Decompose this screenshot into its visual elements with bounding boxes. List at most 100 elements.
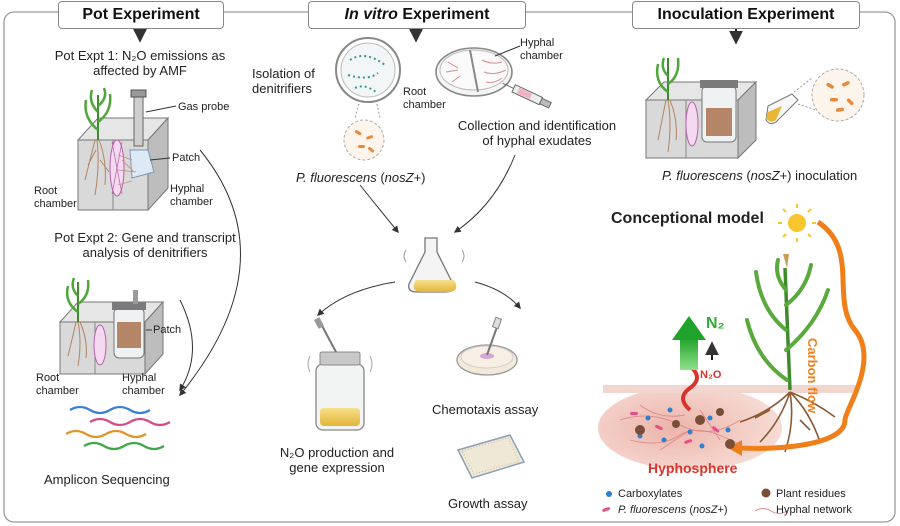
invitro-pf-species: P. fluorescens <box>296 170 377 185</box>
model-roots <box>739 391 836 453</box>
pot-expt1-title: Pot Expt 1: N₂O emissions as affected by… <box>25 48 255 78</box>
culture-flask <box>403 237 465 293</box>
root-chamber-2-a: Root <box>36 372 60 384</box>
arrow-expt1-to-sequencing <box>179 149 241 397</box>
growth-assay-label: Growth assay <box>448 496 528 511</box>
legend-carboxylates: Carboxylates <box>618 488 683 500</box>
invitro-hyphal-chamber-b: chamber <box>520 50 563 62</box>
legend-plant-residues: Plant residues <box>776 488 846 500</box>
n2-arrow <box>672 316 706 370</box>
header-pot-experiment: Pot Experiment <box>58 1 224 29</box>
header-invitro-italic: In vitro <box>344 6 398 23</box>
n2-label: N₂ <box>706 315 725 332</box>
pot-box-1 <box>76 87 177 212</box>
chemotaxis-label: Chemotaxis assay <box>432 402 539 417</box>
legend-pf-species: P. fluorescens <box>618 504 687 516</box>
gas-probe-label: Gas probe <box>178 101 230 113</box>
n2o-production-line-b: gene expression <box>289 460 385 475</box>
sun-icon <box>778 204 816 242</box>
isolation-line-a: Isolation of <box>252 66 315 81</box>
legend-carboxylate-mark <box>606 491 612 497</box>
amplicon-sequencing-label: Amplicon Sequencing <box>44 472 170 487</box>
inoculation-pf-label: P. fluorescens (nosZ+) inoculation <box>662 168 857 183</box>
inoculation-pf-close: +) inoculation <box>779 168 858 183</box>
legend-hyphae-mark <box>754 508 788 514</box>
model-plant <box>745 254 830 391</box>
arrow-pf-to-flask <box>359 184 399 234</box>
hyphal-network-lines <box>619 404 741 451</box>
dna-strands <box>65 405 171 451</box>
split-plate <box>435 45 521 97</box>
root-chamber-label-2: Root chamber <box>36 372 79 398</box>
isolation-line-b: denitrifiers <box>252 81 312 96</box>
inoculation-pf-gene: nosZ <box>750 168 780 183</box>
legend-pf-close: +) <box>717 504 728 516</box>
pot-expt2-title: Pot Expt 2: Gene and transcript analysis… <box>20 230 270 260</box>
invitro-root-chamber-b: chamber <box>403 99 446 111</box>
inoculant-zoom <box>811 68 865 122</box>
invitro-hyphal-chamber-label: Hyphal chamber <box>520 37 563 63</box>
inoculation-pf-open: ( <box>742 168 751 183</box>
isolation-label: Isolation of denitrifiers <box>252 66 315 96</box>
root-chamber-1-a: Root <box>34 185 58 197</box>
root-chamber-2-b: chamber <box>36 385 79 397</box>
carbon-flow-label: Carbon flow <box>805 338 820 414</box>
invitro-root-chamber-a: Root <box>403 86 427 98</box>
hyphosphere-label: Hyphosphere <box>648 460 738 476</box>
hyphal-chamber-label-1: Hyphal chamber <box>170 183 213 209</box>
header-inoculation-text: Inoculation Experiment <box>657 6 835 23</box>
root-chamber-label-1: Root chamber <box>34 185 77 211</box>
hyphal-chamber-1-b: chamber <box>170 196 213 208</box>
inoculant-tube <box>765 77 817 125</box>
pot-box-2 <box>58 277 165 376</box>
n2o-jar <box>307 317 373 431</box>
hyphal-chamber-label-2: Hyphal chamber <box>122 372 165 398</box>
pot-expt1-line2: affected by AMF <box>93 63 187 78</box>
pot-expt2-line1: Pot Expt 2: Gene and transcript <box>54 230 236 245</box>
n2o-emission-line <box>681 364 699 412</box>
legend-hyphal-network: Hyphal network <box>776 504 852 516</box>
hyphal-chamber-1-a: Hyphal <box>170 183 205 195</box>
root-chamber-1-b: chamber <box>34 198 77 210</box>
legend-pf: P. fluorescens (nosZ+) <box>618 503 728 518</box>
header-in-vitro-experiment: In vitro Experiment <box>308 1 526 29</box>
n2o-production-label: N₂O production and gene expression <box>262 445 412 475</box>
growth-plate <box>456 434 526 479</box>
isolation-petri-dish <box>335 37 401 161</box>
arrow-expt2-to-sequencing <box>179 299 193 392</box>
inoculation-pf-species: P. fluorescens <box>662 168 743 183</box>
soil-surface <box>603 385 857 393</box>
conceptional-model-title: Conceptional model <box>611 210 764 227</box>
inoculation-box <box>644 57 758 160</box>
pot-expt2-line2: analysis of denitrifiers <box>82 245 208 260</box>
arrow-exudates-to-flask <box>453 154 516 233</box>
collection-exudates-label: Collection and identification of hyphal … <box>432 118 642 148</box>
carboxylate-dots <box>637 407 731 449</box>
patch-label-1: Patch <box>172 152 201 164</box>
plant-residue-marks <box>635 408 735 449</box>
invitro-pf-gene: nosZ <box>384 170 414 185</box>
n2o-production-line-a: N₂O production and <box>279 445 395 460</box>
invitro-pf-open: ( <box>376 170 385 185</box>
invitro-pf-close: +) <box>413 170 426 185</box>
syringe <box>502 82 552 109</box>
n2o-label: N₂O <box>700 369 722 381</box>
hyphosphere-zone <box>598 386 782 470</box>
header-invitro-rest: Experiment <box>397 6 490 23</box>
header-inoculation-experiment: Inoculation Experiment <box>632 1 860 29</box>
pot-expt1-line1: Pot Expt 1: N₂O emissions as <box>54 48 226 63</box>
invitro-root-chamber-label: Root chamber <box>403 86 446 112</box>
patch-label-2: Patch <box>153 324 182 336</box>
legend-pf-open: ( <box>686 504 694 516</box>
legend-residue-mark <box>761 488 771 498</box>
invitro-hyphal-chamber-a: Hyphal <box>520 37 555 49</box>
legend-pf-mark <box>602 507 611 512</box>
chemotaxis-petri <box>456 316 518 376</box>
arrow-flask-to-n2o <box>316 281 396 316</box>
collection-line-a: Collection and identification <box>457 118 617 133</box>
bacteria-marks <box>630 412 720 444</box>
legend-pf-gene: nosZ <box>693 504 718 516</box>
arrow-flask-to-chemotaxis <box>474 281 521 310</box>
